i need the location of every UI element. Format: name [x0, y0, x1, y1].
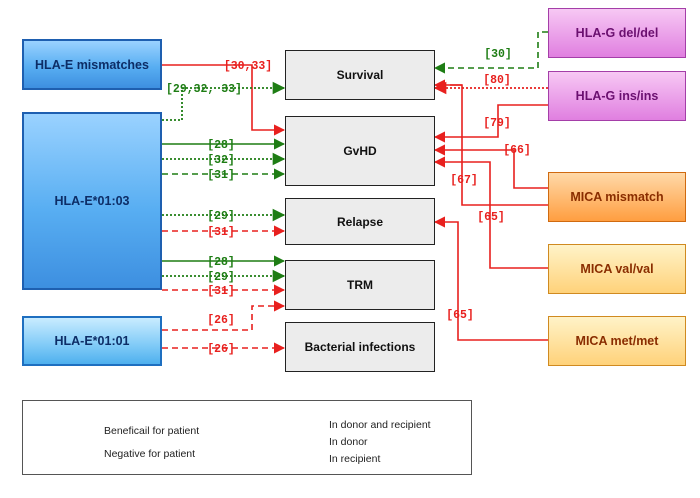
relapse-box: Relapse — [285, 198, 435, 245]
ref-label: [66] — [503, 144, 531, 157]
ref-label: [26] — [207, 314, 235, 327]
ref-label: [26] — [207, 343, 235, 356]
link-e0103-survival — [162, 81, 286, 121]
ref-label: [31] — [207, 285, 235, 298]
ref-label: [80] — [483, 74, 511, 87]
mica-metmet-box: MICA met/met — [548, 316, 686, 366]
hla-g-deldel-box: HLA-G del/del — [548, 8, 686, 58]
link-mica-mismatch-gvhd — [433, 144, 548, 189]
mica-mismatch-box: MICA mismatch — [548, 172, 686, 222]
ref-label: [28] — [207, 139, 235, 152]
link-hlag-insins-gvhd — [433, 104, 548, 143]
ref-label: [65] — [477, 211, 505, 224]
ref-label: [30] — [484, 48, 512, 61]
ref-label: [29,32, 33] — [166, 83, 242, 96]
ref-label: [29] — [207, 210, 235, 223]
mica-valval-box: MICA val/val — [548, 244, 686, 294]
hla-e-0101-box: HLA-E*01:01 — [22, 316, 162, 366]
link-hlag-deldel-survival — [433, 31, 548, 74]
ref-label: [31] — [207, 226, 235, 239]
ref-label: [32] — [207, 154, 235, 167]
ref-label: [31] — [207, 169, 235, 182]
link-mica-mismatch-survival — [450, 84, 548, 206]
legend — [22, 400, 472, 475]
trm-box: TRM — [285, 260, 435, 310]
ref-label: [29] — [207, 271, 235, 284]
survival-box: Survival — [285, 50, 435, 100]
ref-label: [67] — [450, 174, 478, 187]
link-mica-metmet-relapse — [433, 216, 548, 341]
ref-label: [79] — [483, 117, 511, 130]
legend-negative-label: Negative for patient — [104, 448, 196, 460]
gvhd-box: GvHD — [285, 116, 435, 186]
legend-both-label: In donor and recipient — [329, 419, 431, 431]
legend-recipient-label: In recipient — [329, 453, 381, 465]
link-mismatch-gvhd — [162, 64, 286, 136]
ref-label: [65] — [446, 309, 474, 322]
legend-beneficial-label: Beneficail for patient — [104, 425, 200, 437]
ref-label: [30,33] — [224, 60, 272, 73]
legend-donor-label: In donor — [329, 436, 368, 448]
link-e0101-trm — [162, 300, 286, 331]
ref-label: [28] — [207, 256, 235, 269]
link-mica-valval-gvhd — [433, 156, 548, 269]
hla-e-mismatches-box: HLA-E mismatches — [22, 39, 162, 90]
hla-g-insins-box: HLA-G ins/ins — [548, 71, 686, 121]
hla-e-0103-box: HLA-E*01:03 — [22, 112, 162, 290]
bacterial-infections-box: Bacterial infections — [285, 322, 435, 372]
